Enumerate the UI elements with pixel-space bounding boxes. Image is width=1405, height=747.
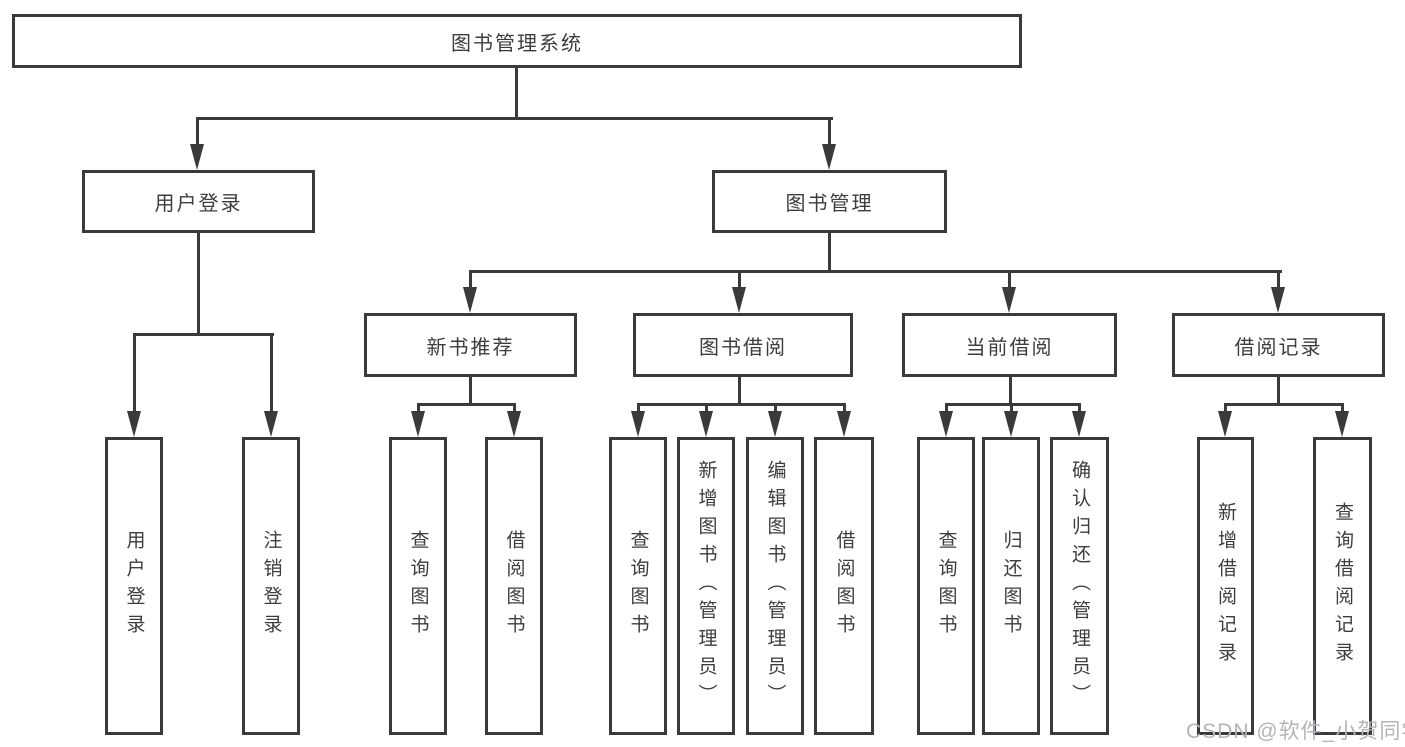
- edge-current-borrow-bus: [945, 403, 1081, 406]
- edge-new-book-stem: [469, 377, 472, 406]
- edge-drop-query1: [417, 403, 420, 413]
- leaf-user-login-label: 用户登录: [123, 530, 145, 642]
- edge-current-borrow-stem: [1009, 377, 1012, 406]
- leaf-query-book-3-label: 查询图书: [935, 530, 957, 642]
- edge-drop-edit-book: [774, 403, 777, 413]
- edge-drop-book-mgmt: [828, 117, 831, 147]
- leaf-query-book-1-label: 查询图书: [407, 530, 429, 642]
- node-user-login: 用户登录: [82, 170, 315, 233]
- leaf-borrow-book-2-label: 借阅图书: [833, 530, 855, 642]
- arrowhead-leaf-login: [127, 411, 141, 437]
- arrowhead-book-borrow: [732, 287, 746, 313]
- edge-drop-confirm-return: [1078, 403, 1081, 413]
- leaf-user-login: 用户登录: [105, 437, 163, 735]
- arrowhead-borrow2: [837, 411, 851, 437]
- arrowhead-borrow1: [507, 411, 521, 437]
- edge-book-mgmt-stem: [828, 233, 831, 273]
- arrowhead-book-mgmt: [822, 144, 836, 170]
- edge-drop-borrow-records: [1277, 270, 1280, 289]
- edge-borrow-records-stem: [1277, 377, 1280, 406]
- edge-book-borrow-bus: [637, 403, 846, 406]
- arrowhead-query-record: [1335, 411, 1349, 437]
- edge-root-stem: [515, 68, 518, 119]
- arrowhead-confirm-return: [1072, 411, 1086, 437]
- edge-drop-add-book: [705, 403, 708, 413]
- edge-drop-query-record: [1341, 403, 1344, 413]
- arrowhead-edit-book: [768, 411, 782, 437]
- node-borrow-records-label: 借阅记录: [1234, 336, 1323, 359]
- node-book-management-label: 图书管理: [785, 193, 874, 215]
- node-root: 图书管理系统: [12, 14, 1022, 68]
- edge-drop-return-book: [1010, 403, 1013, 413]
- leaf-query-borrow-record: 查询借阅记录: [1313, 437, 1372, 735]
- edge-drop-leaf-logout: [270, 333, 273, 413]
- leaf-return-book-label: 归还图书: [1000, 530, 1022, 642]
- node-book-borrow: 图书借阅: [633, 313, 853, 377]
- leaf-add-book-admin: 新增图书（管理员）: [677, 437, 735, 735]
- edge-drop-query2: [637, 403, 640, 413]
- node-current-borrow: 当前借阅: [902, 313, 1117, 377]
- edge-drop-book-borrow: [738, 270, 741, 289]
- edge-book-mgmt-bus: [469, 270, 1282, 273]
- leaf-logout: 注销登录: [242, 437, 300, 735]
- arrowhead-add-book: [699, 411, 713, 437]
- leaf-query-book-3: 查询图书: [917, 437, 975, 735]
- arrowhead-add-record: [1218, 411, 1232, 437]
- arrowhead-current-borrow: [1002, 287, 1016, 313]
- edge-borrow-records-bus: [1224, 403, 1344, 406]
- edge-new-book-bus: [417, 403, 516, 406]
- leaf-confirm-return-admin-label: 确认归还（管理员）: [1069, 460, 1090, 712]
- leaf-return-book: 归还图书: [982, 437, 1040, 735]
- node-current-borrow-label: 当前借阅: [965, 336, 1054, 359]
- leaf-add-book-admin-label: 新增图书（管理员）: [695, 460, 717, 712]
- leaf-borrow-book-2: 借阅图书: [814, 437, 874, 735]
- leaf-add-borrow-record: 新增借阅记录: [1197, 437, 1254, 735]
- node-user-login-label: 用户登录: [154, 193, 243, 215]
- edge-user-login-bus: [133, 333, 274, 336]
- node-root-label: 图书管理系统: [451, 32, 583, 55]
- node-borrow-records: 借阅记录: [1172, 313, 1385, 377]
- edge-drop-borrow1: [513, 403, 516, 413]
- edge-drop-leaf-login: [133, 333, 136, 413]
- edge-drop-current-borrow: [1008, 270, 1011, 289]
- node-book-borrow-label: 图书借阅: [699, 336, 787, 359]
- arrowhead-query3: [939, 411, 953, 437]
- leaf-query-book-2: 查询图书: [609, 437, 667, 735]
- leaf-confirm-return-admin: 确认归还（管理员）: [1050, 437, 1109, 735]
- edge-drop-borrow2: [843, 403, 846, 413]
- leaf-add-borrow-record-label: 新增借阅记录: [1215, 502, 1236, 670]
- arrowhead-borrow-records: [1271, 287, 1285, 313]
- leaf-query-book-1: 查询图书: [389, 437, 447, 735]
- leaf-query-borrow-record-label: 查询借阅记录: [1332, 502, 1353, 670]
- csdn-watermark: CSDN @软件_小贺同学: [1186, 720, 1405, 743]
- edge-drop-new-book: [469, 270, 472, 289]
- arrowhead-return-book: [1004, 411, 1018, 437]
- edge-book-borrow-stem: [738, 377, 741, 406]
- leaf-borrow-book-1: 借阅图书: [485, 437, 543, 735]
- node-new-book-recommend: 新书推荐: [364, 313, 577, 377]
- leaf-edit-book-admin: 编辑图书（管理员）: [746, 437, 804, 735]
- edge-drop-user-login: [196, 117, 199, 147]
- arrowhead-new-book: [463, 287, 477, 313]
- leaf-query-book-2-label: 查询图书: [627, 530, 649, 642]
- arrowhead-query1: [411, 411, 425, 437]
- leaf-borrow-book-1-label: 借阅图书: [503, 530, 525, 642]
- edge-drop-add-record: [1224, 403, 1227, 413]
- leaf-logout-label: 注销登录: [260, 530, 282, 642]
- node-new-book-recommend-label: 新书推荐: [426, 336, 515, 359]
- edge-root-bus: [196, 117, 833, 120]
- leaf-edit-book-admin-label: 编辑图书（管理员）: [764, 460, 786, 712]
- arrowhead-leaf-logout: [264, 411, 278, 437]
- arrowhead-user-login: [190, 144, 204, 170]
- node-book-management: 图书管理: [712, 170, 947, 233]
- arrowhead-query2: [631, 411, 645, 437]
- edge-user-login-stem: [197, 233, 200, 336]
- edge-drop-query3: [945, 403, 948, 413]
